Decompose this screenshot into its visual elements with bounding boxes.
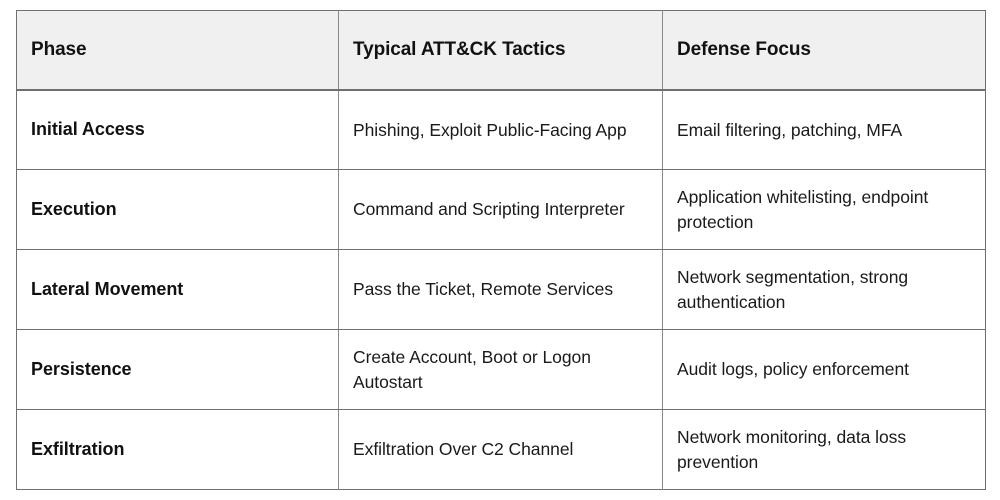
column-header-defense: Defense Focus (662, 10, 986, 91)
cell-tactics: Command and Scripting Interpreter (338, 169, 663, 250)
attack-phases-table: Phase Typical ATT&CK Tactics Defense Foc… (16, 10, 986, 490)
table-row: Lateral Movement Pass the Ticket, Remote… (16, 249, 986, 330)
header-row: Phase Typical ATT&CK Tactics Defense Foc… (16, 10, 986, 91)
table-header: Phase Typical ATT&CK Tactics Defense Foc… (16, 10, 986, 91)
cell-defense: Network segmentation, strong authenticat… (662, 249, 986, 330)
cell-tactics: Phishing, Exploit Public-Facing App (338, 89, 663, 170)
cell-defense: Application whitelisting, endpoint prote… (662, 169, 986, 250)
column-header-tactics: Typical ATT&CK Tactics (338, 10, 663, 91)
cell-tactics: Exfiltration Over C2 Channel (338, 409, 663, 490)
cell-defense: Network monitoring, data loss prevention (677, 427, 907, 472)
cell-tactics: Create Account, Boot or Logon Autostart (338, 329, 663, 410)
cell-phase: Execution (16, 169, 339, 250)
cell-defense: Email filtering, patching, MFA (662, 89, 986, 170)
cell-phase: Lateral Movement (16, 249, 339, 330)
cell-phase: Initial Access (16, 89, 339, 170)
table-row: Persistence Create Account, Boot or Logo… (16, 329, 986, 410)
table-body: Initial Access Phishing, Exploit Public-… (16, 89, 986, 490)
cell-defense: Audit logs, policy enforcement (662, 329, 986, 410)
column-header-phase: Phase (16, 10, 339, 91)
cell-tactics: Pass the Ticket, Remote Services (338, 249, 663, 330)
table-row: Initial Access Phishing, Exploit Public-… (16, 89, 986, 170)
table-row: Execution Command and Scripting Interpre… (16, 169, 986, 250)
cell-phase: Persistence (16, 329, 339, 410)
table-row: Exfiltration Exfiltration Over C2 Channe… (16, 409, 986, 490)
cell-phase: Exfiltration (16, 409, 339, 490)
